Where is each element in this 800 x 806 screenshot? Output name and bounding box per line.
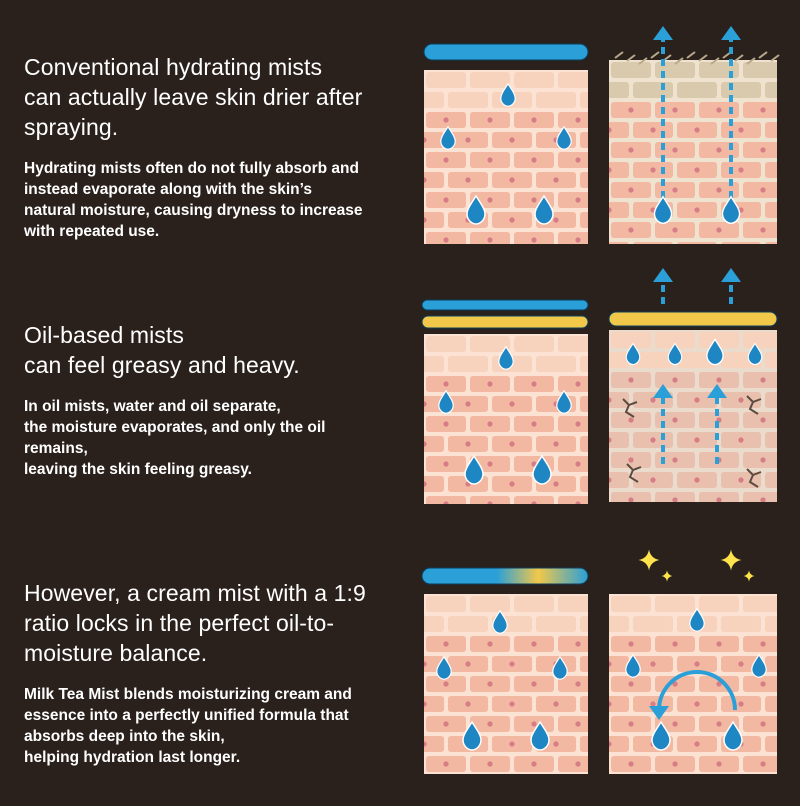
water-droplet-icon (706, 338, 724, 366)
section-conventional-mist: Conventional hydrating mists can actuall… (0, 0, 800, 260)
sparkle-icon (720, 549, 742, 571)
water-droplet-icon (651, 720, 671, 751)
water-droplet-icon (532, 454, 552, 485)
skin-illustration (609, 549, 777, 774)
section-3-headline: However, a cream mist with a 1:9 ratio l… (24, 580, 366, 666)
panel-3-after (607, 540, 783, 780)
sparkle-icon (638, 549, 660, 571)
skin-illustration (609, 26, 780, 244)
water-droplet-icon (653, 195, 673, 225)
skin-cells (609, 594, 777, 774)
section-2-body: In oil mists, water and oil separate, th… (24, 398, 326, 478)
up-arrow-icon (721, 268, 741, 304)
skin-cells (609, 60, 777, 244)
water-droplet-icon (747, 342, 763, 366)
up-arrow-icon (653, 26, 673, 210)
water-droplet-icon (464, 454, 484, 485)
up-arrow-icon (653, 268, 673, 304)
skin-illustration (421, 567, 589, 774)
section-2-text: Oil-based mists can feel greasy and heav… (24, 320, 414, 480)
water-droplet-icon (667, 342, 683, 366)
water-droplet-icon (466, 194, 486, 225)
circular-arrow-icon (649, 670, 737, 720)
water-droplet-icon (530, 720, 550, 751)
sparkle-icon (743, 570, 755, 582)
water-droplet-icon (534, 194, 554, 225)
up-arrow-icon (707, 384, 727, 464)
water-droplet-icon (440, 125, 456, 150)
section-1-headline: Conventional hydrating mists can actuall… (24, 54, 363, 140)
cream-mist-layer (421, 567, 589, 585)
water-droplet-icon (556, 125, 572, 150)
water-droplet-icon (751, 653, 767, 678)
oil-layer (608, 311, 778, 327)
water-droplet-icon (721, 195, 741, 225)
section-1-body: Hydrating mists often do not fully absor… (24, 160, 363, 240)
mist-layer (423, 43, 589, 61)
water-droplet-icon (689, 607, 705, 632)
crack-icon (746, 395, 762, 415)
sparkle-icon (661, 570, 673, 582)
section-1-text: Conventional hydrating mists can actuall… (24, 52, 414, 242)
section-2-headline: Oil-based mists can feel greasy and heav… (24, 322, 300, 378)
section-oil-mist: Oil-based mists can feel greasy and heav… (0, 260, 800, 520)
section-cream-mist: However, a cream mist with a 1:9 ratio l… (0, 530, 800, 800)
water-droplet-icon (552, 655, 568, 680)
panel-2-before (418, 298, 594, 538)
crack-icon (626, 463, 642, 483)
panel-3-before (418, 566, 594, 806)
section-3-body: Milk Tea Mist blends moisturizing cream … (24, 686, 352, 766)
mist-layer (421, 299, 589, 311)
section-3-text: However, a cream mist with a 1:9 ratio l… (24, 578, 414, 768)
water-droplet-icon (462, 720, 482, 751)
crack-icon (746, 468, 762, 488)
water-droplet-icon (625, 342, 641, 366)
water-droplet-icon (625, 653, 641, 678)
panel-2-after (607, 264, 783, 504)
up-arrow-icon (653, 384, 673, 464)
water-droplet-icon (438, 389, 454, 414)
skin-illustration (421, 299, 589, 504)
water-droplet-icon (436, 655, 452, 680)
water-droplet-icon (492, 609, 508, 634)
water-droplet-icon (723, 720, 743, 751)
panel-1-before (418, 40, 594, 280)
water-droplet-icon (498, 345, 514, 370)
skin-illustration (608, 268, 778, 502)
water-droplet-icon (500, 82, 516, 107)
oil-layer (421, 315, 589, 329)
up-arrow-icon (721, 26, 741, 210)
skin-illustration (423, 43, 589, 244)
panel-1-after (607, 20, 783, 260)
water-droplet-icon (556, 389, 572, 414)
crack-icon (622, 398, 638, 418)
